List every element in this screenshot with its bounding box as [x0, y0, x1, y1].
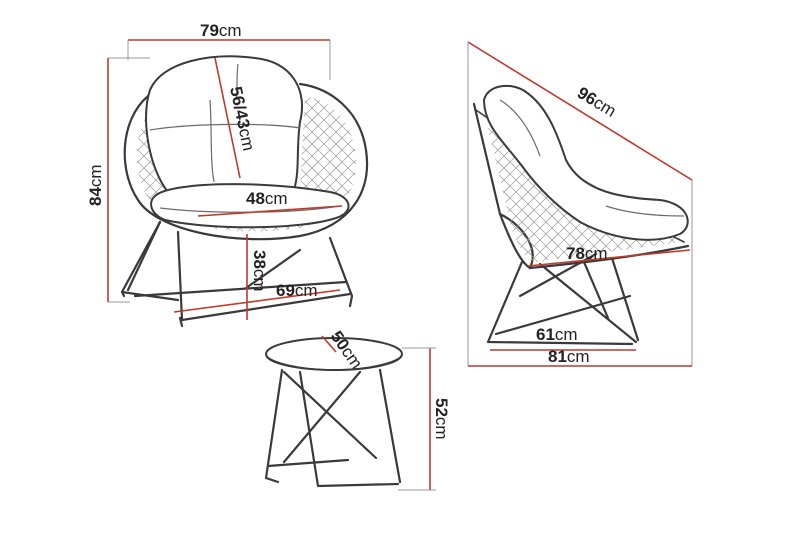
table-dimensions — [321, 335, 436, 491]
front-chair-legs — [120, 220, 354, 328]
chair-width-label: 79cm — [200, 21, 242, 40]
side-chair-shell — [472, 102, 690, 270]
table-drawing — [264, 337, 403, 488]
side-chair-dimensions — [467, 41, 693, 367]
chair-height-label: 84cm — [86, 164, 105, 206]
front-chair-bowl — [123, 82, 369, 241]
seat-height-label: 38cm — [250, 250, 269, 292]
diagonal-length-label: 96cm — [574, 83, 619, 121]
base-depth-label: 61cm — [536, 325, 578, 344]
chair-depth-label: 81cm — [548, 347, 590, 366]
table-height-label: 52cm — [432, 398, 451, 440]
seat-depth-label: 78cm — [566, 244, 608, 263]
side-chair-legs — [486, 252, 640, 346]
table-legs — [264, 368, 402, 488]
seat-width-label: 48cm — [246, 189, 288, 208]
side-chair-cushion — [483, 84, 689, 241]
side-chair-drawing — [472, 84, 690, 346]
front-chair-dimensions — [107, 39, 343, 320]
base-width-label: 69cm — [276, 281, 318, 300]
